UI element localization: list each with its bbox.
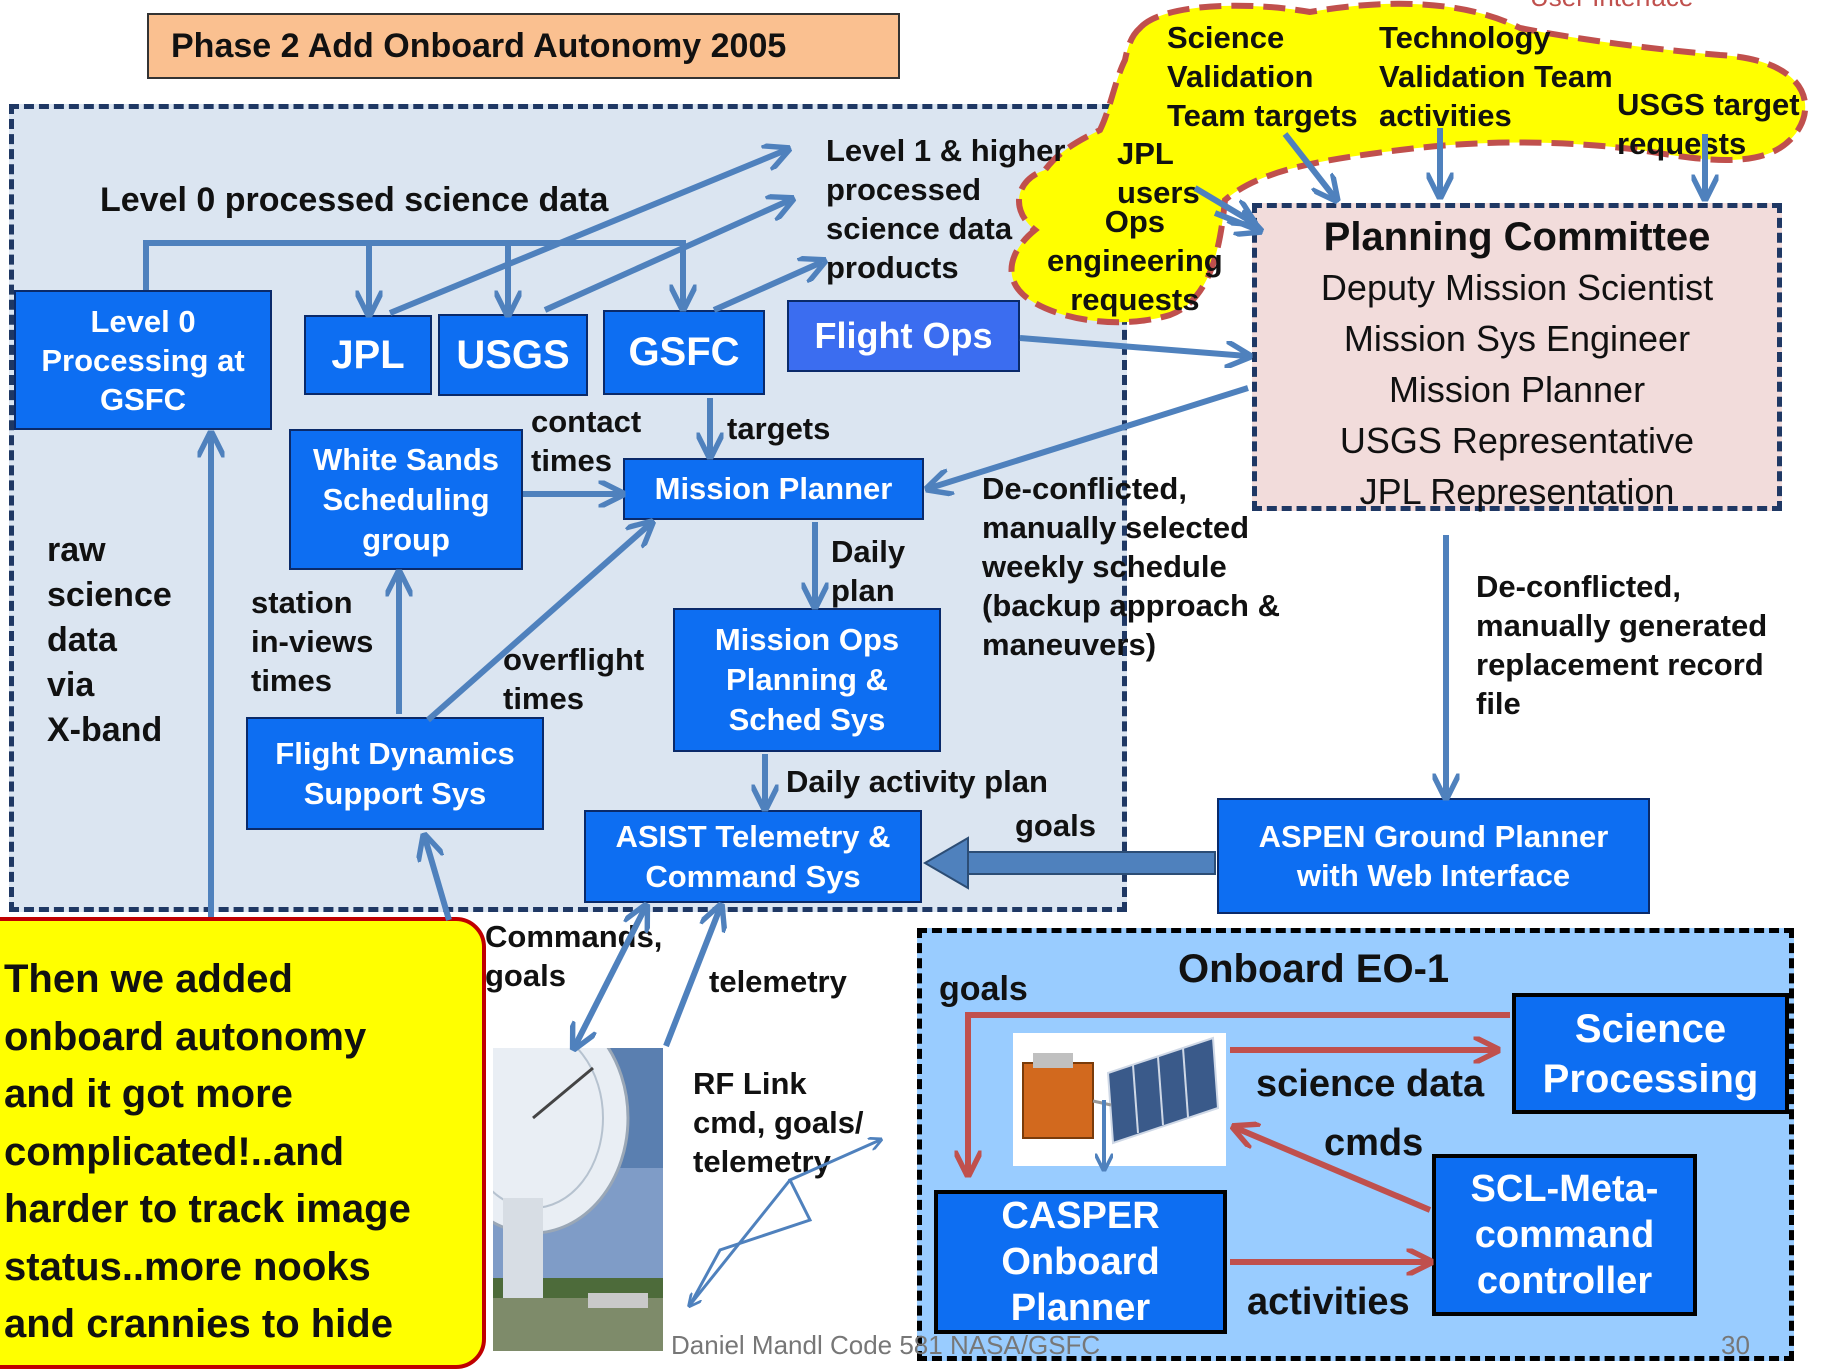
raw-science-label: raw science data via X-band	[47, 531, 172, 749]
gsfc-box[interactable]: GSFC	[603, 310, 765, 395]
scl-controller-box[interactable]: SCL-Meta- command controller	[1432, 1154, 1697, 1316]
goals-label: goals	[1015, 808, 1096, 843]
science-data-label: science data	[1256, 1063, 1485, 1105]
white-sands-box[interactable]: White Sands Scheduling group	[289, 429, 523, 570]
level1-products-label: Level 1 & higher processed science data …	[826, 133, 1066, 285]
science-processing-box[interactable]: Science Processing	[1512, 993, 1789, 1114]
daily-plan-label: Daily plan	[831, 534, 906, 608]
page-title: Phase 2 Add Onboard Autonomy 2005	[147, 13, 900, 79]
asist-box[interactable]: ASIST Telemetry & Command Sys	[584, 810, 922, 903]
deconflicted-weekly-label: De-conflicted, manually selected weekly …	[982, 471, 1280, 662]
planning-committee-box: Planning Committee Deputy Mission Scient…	[1252, 203, 1782, 512]
jpl-box[interactable]: JPL	[304, 315, 432, 395]
ground-antenna-photo	[493, 1048, 663, 1351]
footer-credit: Daniel Mandl Code 581 NASA/GSFC	[671, 1330, 1101, 1360]
page-title-text: Phase 2 Add Onboard Autonomy 2005	[171, 26, 787, 65]
daily-activity-plan-label: Daily activity plan	[786, 764, 1048, 799]
autonomy-callout-text: Then we added onboard autonomy and it go…	[4, 957, 411, 1346]
committee-member: Deputy Mission Scientist	[1320, 267, 1714, 308]
planning-committee-title: Planning Committee	[1323, 215, 1711, 259]
page-number: 30	[1721, 1330, 1750, 1360]
autonomy-callout: Then we added onboard autonomy and it go…	[0, 917, 486, 1369]
targets-label: targets	[727, 411, 831, 446]
user-interface-label: User Interface	[1530, 0, 1693, 17]
replacement-record-label: De-conflicted, manually generated replac…	[1476, 569, 1768, 721]
casper-planner-box[interactable]: CASPER Onboard Planner	[934, 1190, 1227, 1334]
overflight-label: overflight times	[503, 642, 645, 716]
committee-member: USGS Representative	[1339, 420, 1695, 461]
level0-processing-box[interactable]: Level 0 Processing at GSFC	[14, 290, 272, 430]
committee-member: Mission Planner	[1388, 369, 1646, 410]
cmds-label: cmds	[1324, 1122, 1424, 1164]
committee-member: JPL Representation	[1359, 471, 1675, 512]
onboard-title: Onboard EO-1	[1178, 947, 1450, 991]
commands-goals-label: Commands, goals	[485, 919, 663, 993]
level0-data-label: Level 0 processed science data	[100, 181, 609, 219]
flight-dynamics-box[interactable]: Flight Dynamics Support Sys	[246, 717, 544, 830]
tech-team-label: Technology Validation Team activities	[1379, 20, 1613, 133]
onboard-goals-label: goals	[939, 970, 1028, 1008]
eo1-satellite-image	[1013, 1033, 1226, 1166]
usgs-box[interactable]: USGS	[438, 314, 588, 396]
telemetry-label: telemetry	[709, 964, 847, 999]
jpl-users-label: JPL users	[1117, 136, 1200, 210]
activities-label: activities	[1247, 1281, 1410, 1323]
committee-member: Mission Sys Engineer	[1343, 318, 1691, 359]
station-views-label: station in-views times	[251, 585, 374, 698]
ops-requests-label: Ops engineering requests	[1047, 204, 1223, 317]
science-team-label: Science Validation Team targets	[1167, 20, 1358, 133]
mission-planner-box[interactable]: Mission Planner	[623, 458, 924, 520]
flight-ops-box[interactable]: Flight Ops	[787, 300, 1020, 372]
usgs-requests-label: USGS target requests	[1617, 87, 1800, 161]
rf-link-label: RF Link cmd, goals/ telemetry	[693, 1066, 864, 1179]
contact-times-label: contact times	[531, 404, 642, 478]
aspen-ground-planner-box[interactable]: ASPEN Ground Planner with Web Interface	[1217, 798, 1650, 914]
mission-ops-planning-box[interactable]: Mission Ops Planning & Sched Sys	[673, 608, 941, 752]
